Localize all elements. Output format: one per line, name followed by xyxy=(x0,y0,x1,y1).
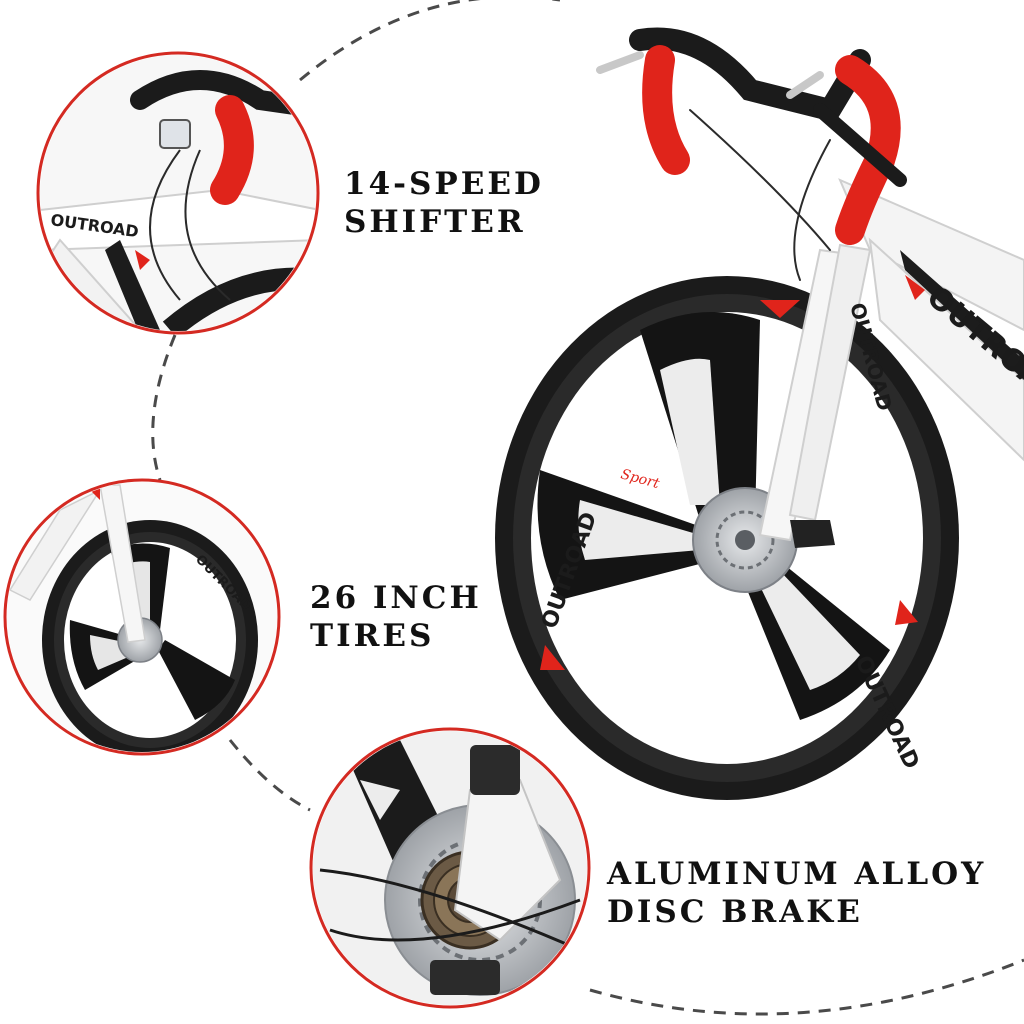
detail-circle-brake xyxy=(309,727,591,1009)
spoke-highlights xyxy=(578,358,860,690)
feature-label-line: 26 INCH xyxy=(310,580,482,616)
feature-label-brake: ALUMINUM ALLOY DISC BRAKE xyxy=(607,856,986,932)
feature-label-tires: 26 INCH TIRES xyxy=(310,580,482,656)
detail-circle-tires: OUTROAD xyxy=(3,478,281,756)
feature-label-line: DISC BRAKE xyxy=(607,893,863,930)
detail-circle-shifter: OUTROAD xyxy=(36,51,320,335)
rim-accents xyxy=(540,300,918,670)
handlebar xyxy=(596,27,907,281)
bike-frame: OUTROAD xyxy=(838,178,1024,462)
feature-label-line: TIRES xyxy=(310,617,435,654)
main-bike: OUTROAD OUTROAD OUTRO xyxy=(495,27,1024,800)
feature-label-line: 14-SPEED xyxy=(344,166,544,202)
feature-label-line: ALUMINUM ALLOY xyxy=(607,856,987,892)
feature-label-line: SHIFTER xyxy=(344,203,526,240)
dashed-guide-lines xyxy=(151,0,1024,1016)
feature-label-shifter: 14-SPEED SHIFTER xyxy=(344,166,544,242)
